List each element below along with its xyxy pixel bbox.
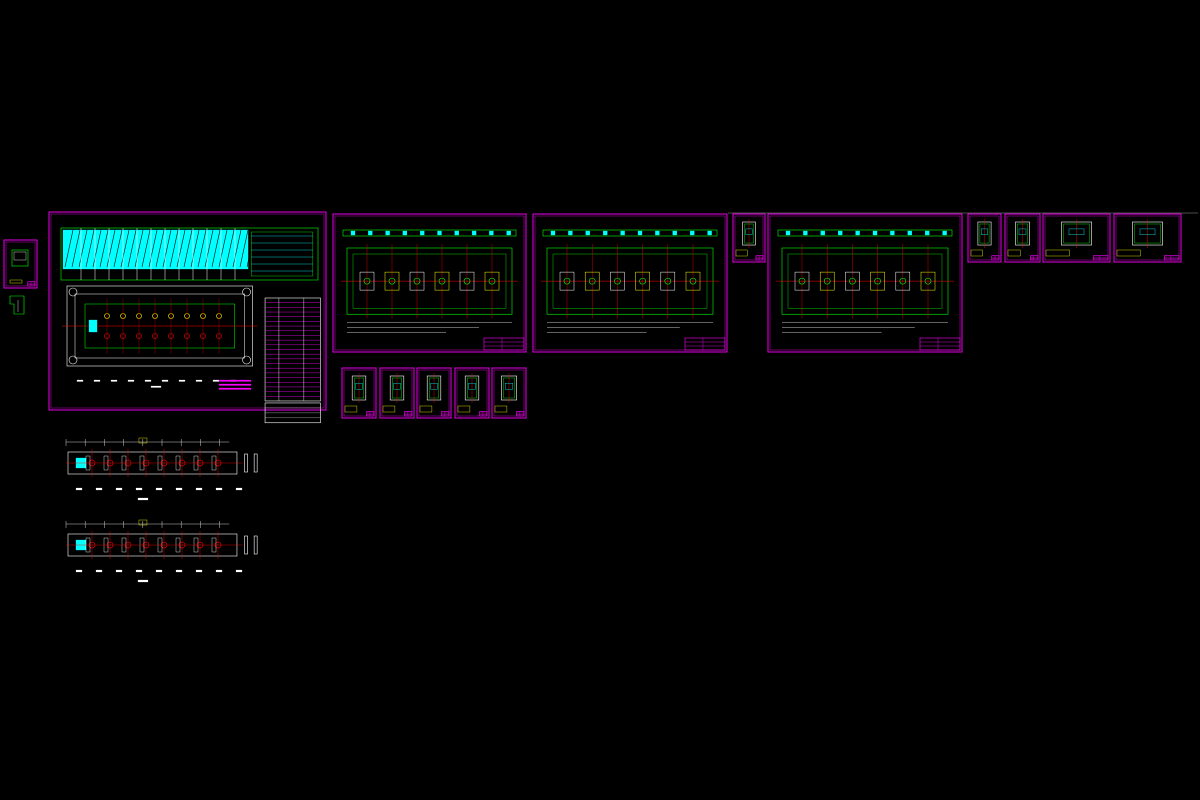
drawing-sheet-part-a[interactable] [967,213,1002,263]
drawing-sheet-row-part-4[interactable] [454,367,490,419]
sheets-layer [3,211,1182,583]
drawing-sheet-row-part-2[interactable] [379,367,415,419]
drawing-sheet-strip-layout-2[interactable] [65,519,258,583]
drawing-sheet-plate-1[interactable] [332,213,527,353]
drawing-sheet-part-b[interactable] [1004,213,1041,263]
drawing-sheet-tiny-detail-a[interactable] [3,239,38,289]
drawing-sheet-row-part-3[interactable] [416,367,452,419]
drawing-sheet-plate-2[interactable] [532,213,728,353]
drawing-sheet-row-part-1[interactable] [341,367,377,419]
drawing-sheet-part-c[interactable] [1042,213,1111,263]
drawing-sheet-tiny-detail-b[interactable] [9,295,25,315]
drawing-sheet-main-assembly[interactable] [48,211,327,424]
drawing-sheet-strip-layout-1[interactable] [65,437,258,501]
drawing-sheet-small-part-1[interactable] [732,213,766,263]
drawing-sheet-part-d[interactable] [1113,213,1182,263]
drawing-sheet-plate-3[interactable] [767,213,963,353]
drawing-sheet-row-part-5[interactable] [491,367,527,419]
